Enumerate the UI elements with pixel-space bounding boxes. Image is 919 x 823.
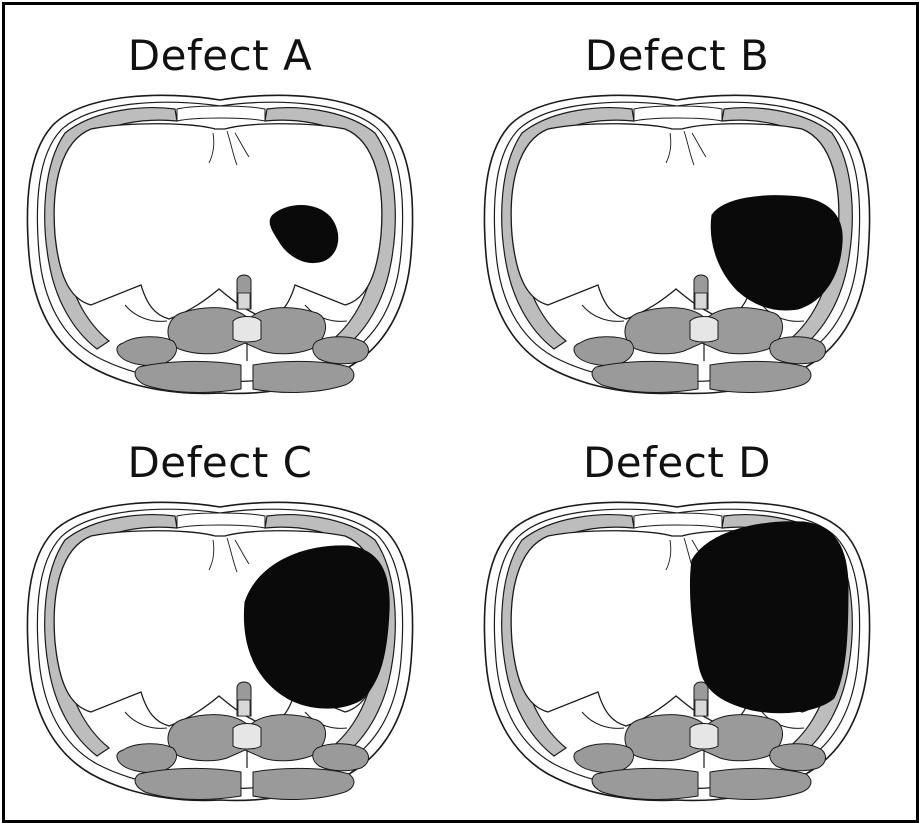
panel-title-a: Defect A [5, 31, 435, 80]
panel-defect-c: Defect C [5, 412, 435, 802]
defect-region-d [690, 522, 848, 713]
panel-defect-d: Defect D [462, 412, 892, 802]
aorta-lumen [238, 293, 250, 309]
aorta-lumen [695, 700, 707, 716]
right-lateral-muscle [313, 744, 369, 771]
panel-title-b: Defect B [462, 31, 892, 80]
panel-title-d: Defect D [462, 438, 892, 487]
right-lateral-muscle [313, 337, 369, 364]
aorta-lumen [238, 700, 250, 716]
right-back-muscle [253, 361, 354, 392]
right-back-muscle [710, 361, 811, 392]
vertebral-body [690, 724, 718, 750]
right-lateral-muscle [770, 337, 826, 364]
vertebral-body [690, 317, 718, 343]
right-back-muscle [253, 768, 354, 799]
panel-defect-a: Defect A [5, 5, 435, 395]
vertebral-body [233, 317, 261, 343]
thorax-group [27, 502, 412, 800]
right-back-muscle [710, 768, 811, 799]
thorax-group [27, 95, 412, 393]
panel-title-c: Defect C [5, 438, 435, 487]
panel-defect-b: Defect B [462, 5, 892, 395]
thorax-group [484, 502, 869, 800]
vertebral-body [233, 724, 261, 750]
right-lateral-muscle [770, 744, 826, 771]
aorta-lumen [695, 293, 707, 309]
thorax-group [484, 95, 869, 393]
